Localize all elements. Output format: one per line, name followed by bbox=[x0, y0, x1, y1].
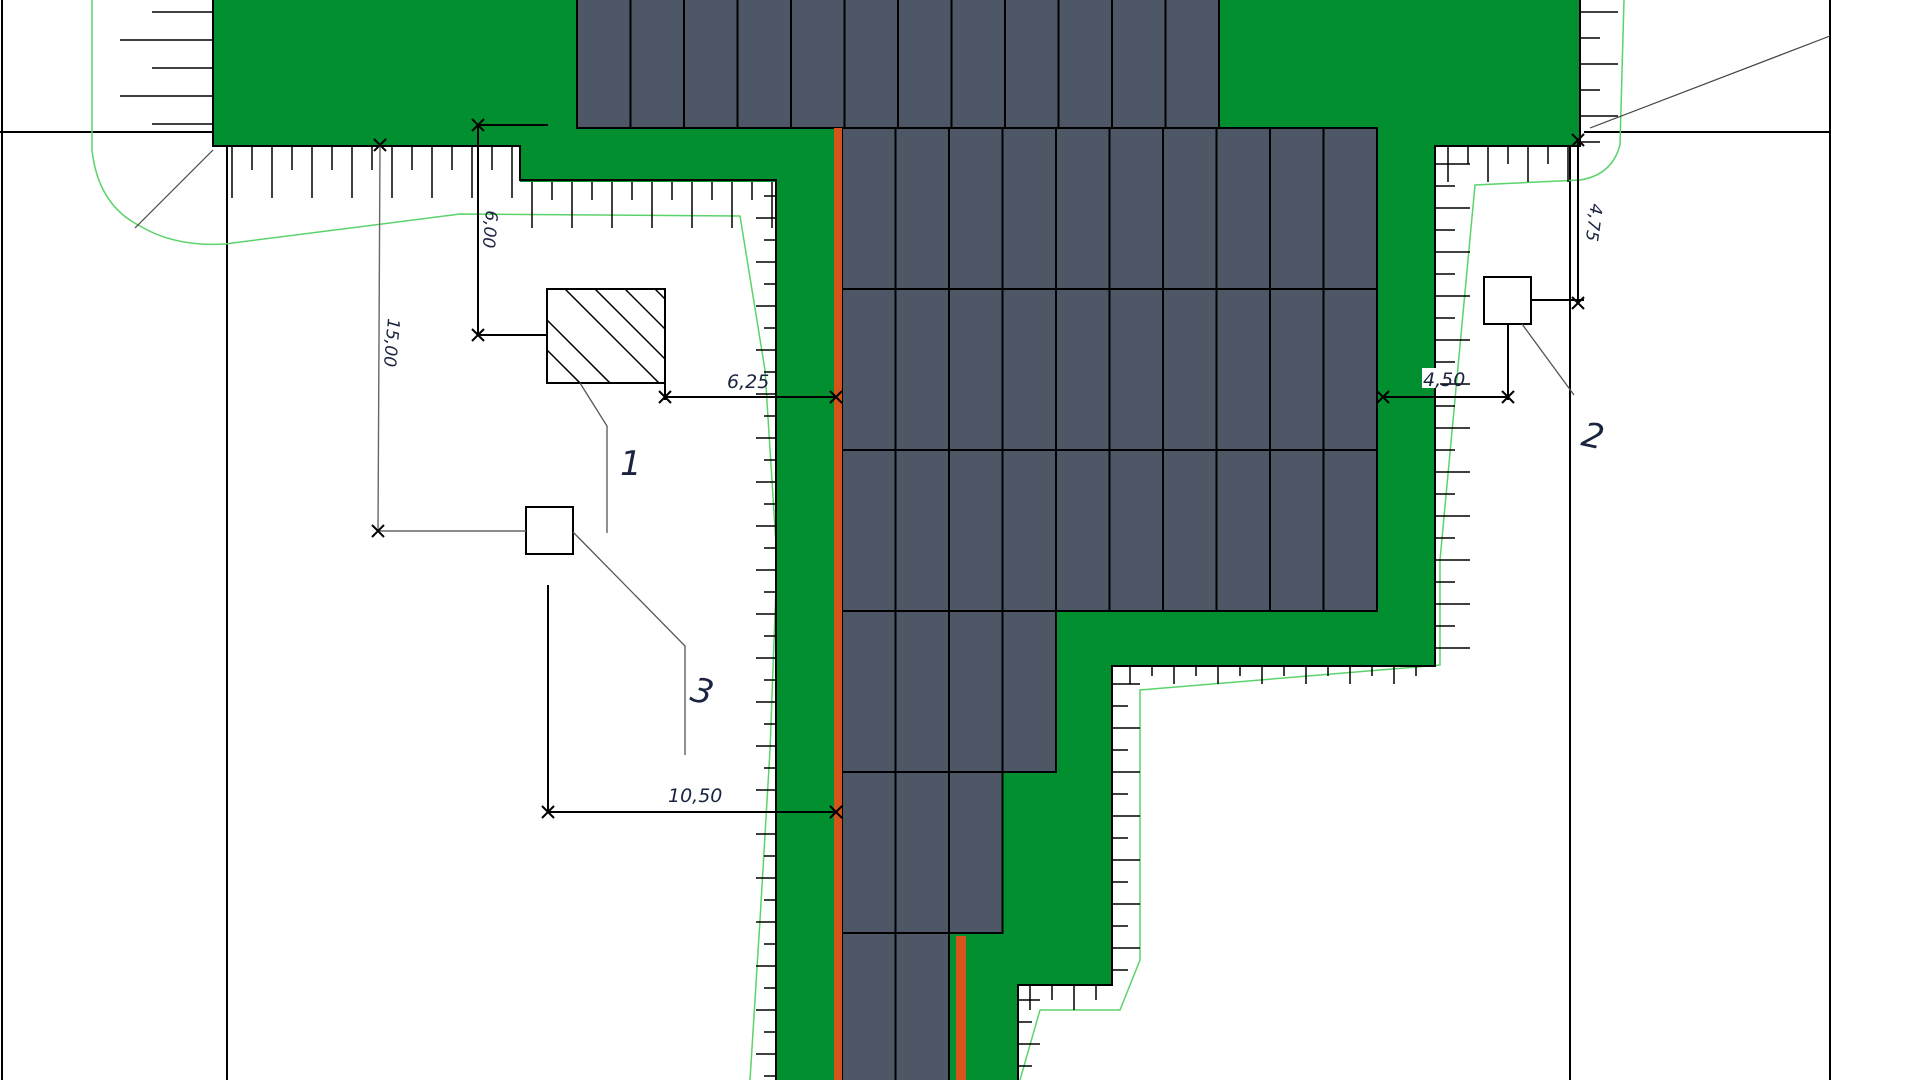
pit-slab bbox=[894, 127, 950, 290]
pit-slab bbox=[897, 0, 953, 129]
pit-slab bbox=[841, 771, 897, 934]
reference-diagonals bbox=[134, 35, 1831, 229]
pit-slab bbox=[1322, 127, 1378, 290]
pit-slab bbox=[1269, 449, 1325, 612]
pit-slab bbox=[841, 288, 897, 451]
pit-slab bbox=[948, 127, 1004, 290]
pit-slab bbox=[1162, 449, 1218, 612]
pit-slab bbox=[1004, 0, 1060, 129]
pit-slab bbox=[1164, 0, 1220, 129]
pit-slab bbox=[736, 0, 792, 129]
dim-label-4-50-bg bbox=[1422, 368, 1440, 388]
pit-slab bbox=[841, 449, 897, 612]
pit-slab bbox=[1001, 610, 1057, 773]
pit-slab bbox=[1001, 449, 1057, 612]
dim-label-4-75: 4,75 bbox=[1581, 202, 1606, 242]
pit-slab bbox=[576, 0, 632, 129]
dim-label-10-50: 10,50 bbox=[668, 785, 722, 807]
pit-slab bbox=[1108, 127, 1164, 290]
dim-label-4-50: 4,50 bbox=[1423, 369, 1465, 391]
pit-slab bbox=[948, 449, 1004, 612]
dim-label-6-00: 6,00 bbox=[478, 210, 501, 249]
pit-slab bbox=[948, 288, 1004, 451]
pit-slab bbox=[948, 771, 1004, 934]
pit-slab bbox=[948, 610, 1004, 773]
pit-slab bbox=[1322, 288, 1378, 451]
pit-slab bbox=[841, 932, 897, 1080]
green-area-outline bbox=[212, 0, 1581, 1080]
callout-2: 2 bbox=[1578, 415, 1607, 459]
pit-slab bbox=[1108, 288, 1164, 451]
pit-slab bbox=[1111, 0, 1167, 129]
slope-hachures bbox=[120, 11, 1618, 1077]
pit-slab bbox=[1001, 288, 1057, 451]
pit-slab bbox=[1055, 127, 1111, 290]
object-2-square bbox=[1483, 276, 1532, 325]
pit-slab bbox=[950, 0, 1006, 129]
leader-lines bbox=[572, 323, 1575, 755]
pit-slab bbox=[841, 610, 897, 773]
pit-slab bbox=[1215, 127, 1271, 290]
pit-slab bbox=[1215, 449, 1271, 612]
pit-slab bbox=[1055, 288, 1111, 451]
pit-slab bbox=[1215, 288, 1271, 451]
pit-slab bbox=[683, 0, 739, 129]
pit-slab bbox=[1057, 0, 1113, 129]
frame-lines bbox=[0, 0, 1831, 1080]
pit-slab bbox=[894, 449, 950, 612]
orange-strip-right bbox=[956, 936, 966, 1080]
pit-slab bbox=[841, 127, 897, 290]
dimension-15-line bbox=[371, 138, 526, 538]
pit-slab bbox=[894, 610, 950, 773]
dim-label-6-25: 6,25 bbox=[727, 371, 769, 393]
pit-slab bbox=[1001, 127, 1057, 290]
pit-slab bbox=[790, 0, 846, 129]
pit-slab bbox=[1162, 127, 1218, 290]
object-1-hatched-block bbox=[546, 288, 666, 384]
contour-line bbox=[91, 0, 1625, 1080]
pit-slab bbox=[1055, 449, 1111, 612]
callout-1: 1 bbox=[620, 444, 642, 484]
pit-slab bbox=[894, 932, 950, 1080]
callout-3: 3 bbox=[687, 670, 718, 714]
pit-grid bbox=[576, 0, 1378, 1080]
pit-slab bbox=[1322, 449, 1378, 612]
pit-slab bbox=[1269, 127, 1325, 290]
orange-strip-left bbox=[834, 128, 842, 1080]
dimension-lines bbox=[471, 118, 1585, 819]
pit-slab bbox=[843, 0, 899, 129]
pit-slab bbox=[1269, 288, 1325, 451]
object-3-square bbox=[525, 506, 574, 555]
dim-label-15-00: 15,00 bbox=[379, 318, 403, 368]
pit-slab bbox=[894, 288, 950, 451]
pit-slab bbox=[629, 0, 685, 129]
pit-slab bbox=[1108, 449, 1164, 612]
pit-slab bbox=[894, 771, 950, 934]
pit-slab bbox=[1162, 288, 1218, 451]
